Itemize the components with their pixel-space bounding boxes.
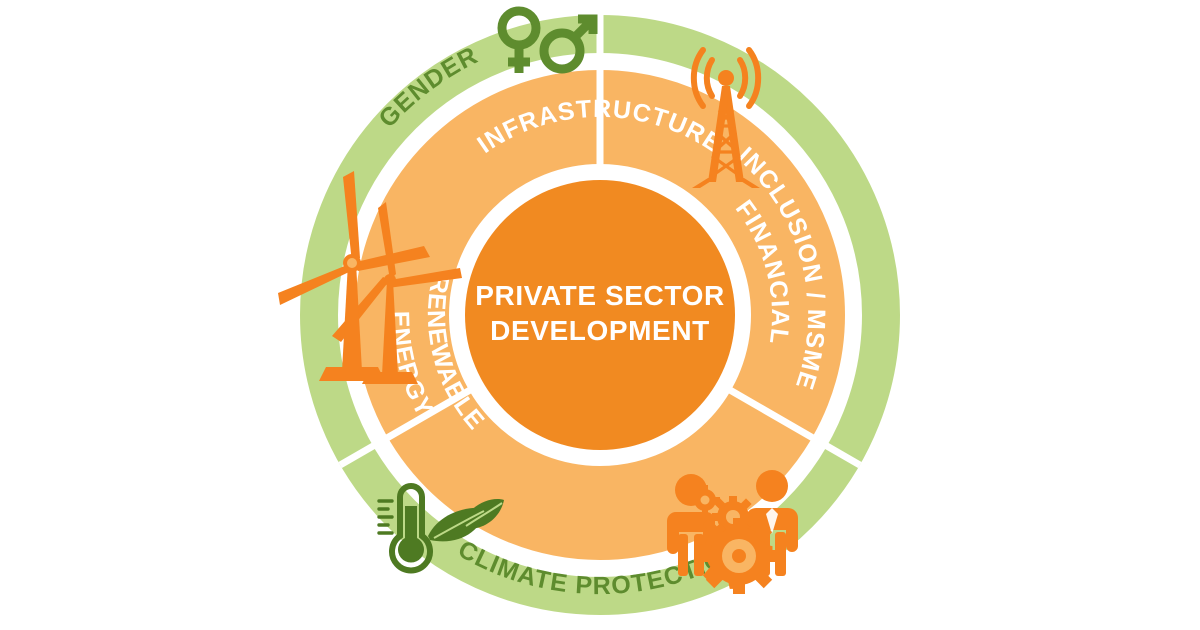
gender-symbols-icon bbox=[497, 6, 598, 74]
segment-financial-inclusion[interactable] bbox=[355, 117, 845, 560]
radio-tower-icon bbox=[690, 47, 762, 188]
thermometer-scale bbox=[377, 499, 394, 535]
gear-small bbox=[690, 485, 720, 515]
tower-beacon bbox=[718, 70, 734, 86]
segment-infrastructure[interactable] bbox=[402, 70, 845, 513]
business-people-gears-icon bbox=[667, 470, 798, 594]
gear-bottom-large bbox=[701, 518, 777, 594]
wind-turbine-icon bbox=[278, 171, 462, 384]
core-title-line1: PRIVATE SECTOR bbox=[475, 280, 725, 311]
core-circle-group[interactable]: PRIVATE SECTOR DEVELOPMENT bbox=[465, 180, 735, 450]
core-circle[interactable] bbox=[465, 180, 735, 450]
thermometer-mercury bbox=[398, 506, 424, 563]
segment-renewable-energy[interactable] bbox=[355, 70, 798, 513]
core-title-line2: DEVELOPMENT bbox=[490, 315, 710, 346]
thermometer-leaf-icon bbox=[377, 483, 504, 574]
